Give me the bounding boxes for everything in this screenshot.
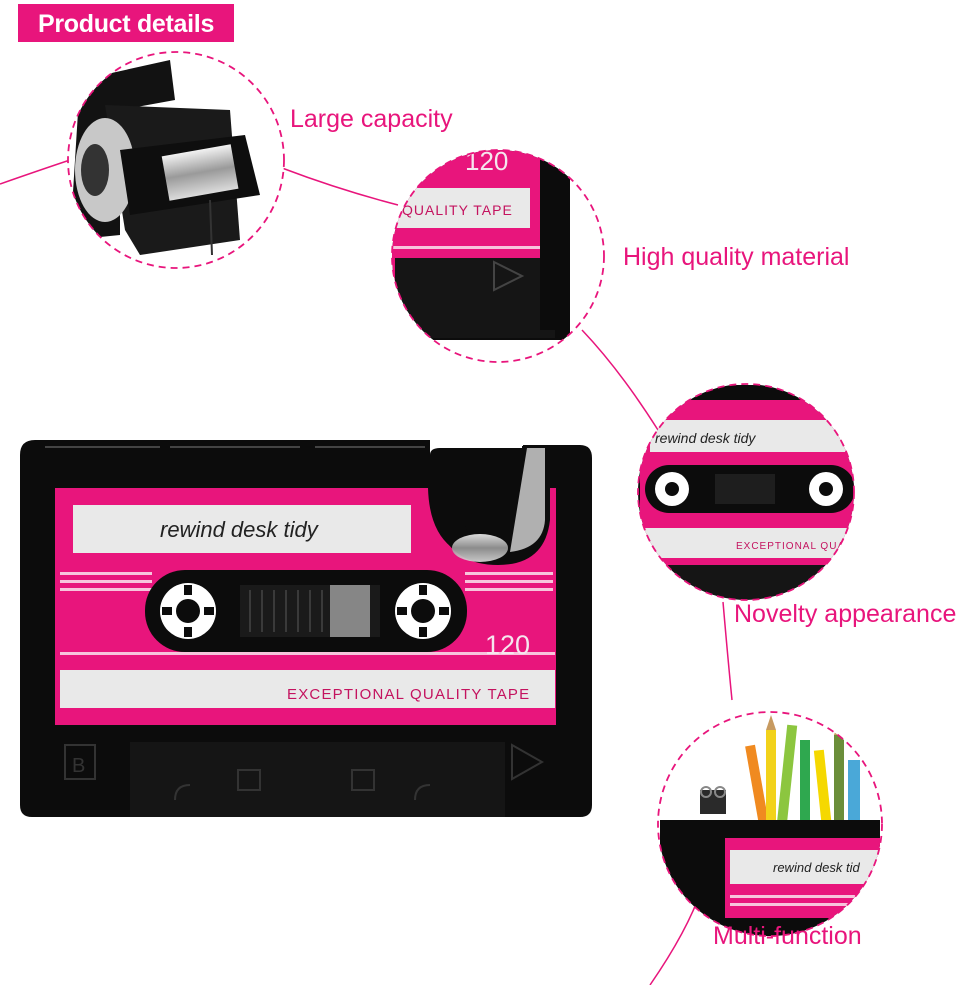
zoom-name-label: rewind desk tidy xyxy=(655,430,756,446)
zoom-capacity xyxy=(67,51,285,269)
product-name-label: rewind desk tidy xyxy=(160,517,320,542)
feature-large-capacity: Large capacity xyxy=(290,105,453,133)
zoom-tape-number: 120 xyxy=(465,146,508,176)
feature-multi-function: Multi-function xyxy=(713,922,862,950)
tape-number: 120 xyxy=(485,630,530,660)
product-details-title: Product details xyxy=(37,10,215,38)
zoom-appearance-text: EXCEPTIONAL QUA xyxy=(736,541,845,552)
feature-novelty-appearance: Novelty appearance xyxy=(734,600,957,628)
zoom-material: QUALITY TAPE 120 xyxy=(391,146,605,363)
side-mark: B xyxy=(72,755,85,777)
product-details-badge: Product details xyxy=(18,4,234,42)
name-label-strip xyxy=(73,505,411,553)
zoom-function: rewind desk tid xyxy=(657,711,883,937)
quality-label-strip xyxy=(60,670,555,708)
zoom-function-label: rewind desk tid xyxy=(773,860,860,875)
zoom-appearance: rewind desk tidy EXCEPTIONAL QUA xyxy=(637,383,855,601)
tape-quality-text: EXCEPTIONAL QUALITY TAPE xyxy=(287,686,530,703)
cassette-tape-dispenser: rewind desk tidy xyxy=(20,440,592,817)
zoom-quality-text: QUALITY TAPE xyxy=(402,202,513,218)
feature-high-quality-material: High quality material xyxy=(623,243,850,271)
